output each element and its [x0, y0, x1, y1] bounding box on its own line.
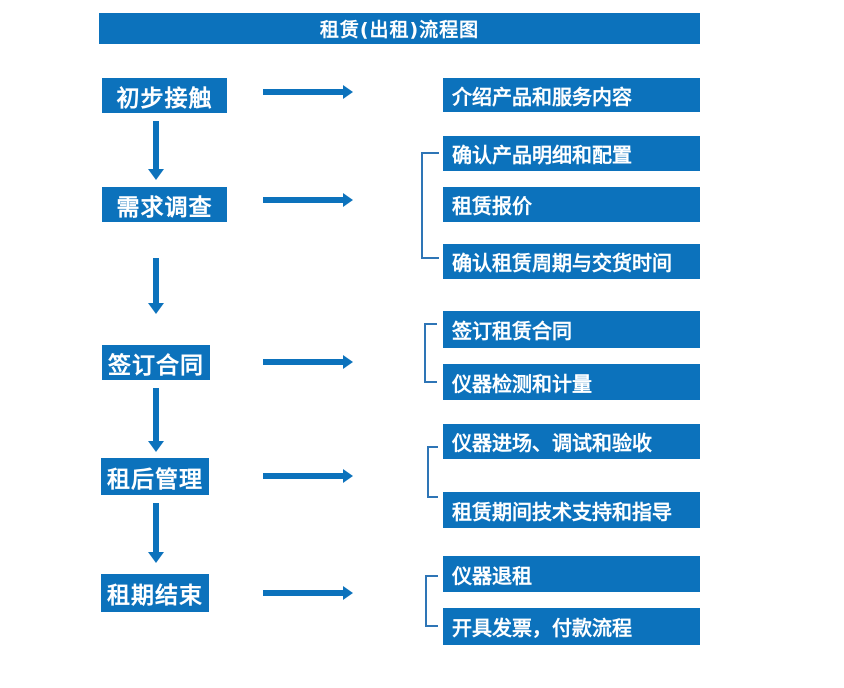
detail-box-instrument-testing-measurement: 仪器检测和计量 [443, 364, 700, 400]
flowchart-title: 租赁(出租)流程图 [99, 13, 700, 44]
down-arrow-step4-step5 [148, 503, 164, 563]
arrow-head [343, 85, 353, 99]
down-arrow-step2-step3 [148, 258, 164, 314]
arrow-head [148, 169, 164, 180]
arrow-head [148, 303, 164, 314]
right-arrow-step1 [263, 85, 353, 99]
group-bracket-step3 [424, 323, 437, 383]
detail-box-instrument-arrival-acceptance: 仪器进场、调试和验收 [443, 424, 700, 459]
arrow-head [148, 441, 164, 452]
arrow-head [343, 193, 353, 207]
detail-box-invoice-payment-process: 开具发票，付款流程 [443, 608, 700, 645]
step-box-initial-contact: 初步接触 [102, 78, 227, 113]
group-bracket-step4 [427, 446, 438, 498]
group-bracket-step2 [421, 152, 439, 259]
step-box-post-rental-management: 租后管理 [101, 458, 209, 495]
arrow-shaft [263, 590, 343, 596]
arrow-head [343, 355, 353, 369]
arrow-shaft [263, 473, 343, 479]
detail-box-confirm-rental-period-delivery: 确认租赁周期与交货时间 [443, 244, 700, 279]
step-box-rental-end: 租期结束 [101, 574, 209, 612]
right-arrow-step4 [263, 469, 353, 483]
down-arrow-step1-step2 [148, 121, 164, 180]
detail-box-introduce-products-services: 介绍产品和服务内容 [443, 78, 700, 112]
group-bracket-step5 [425, 575, 438, 627]
arrow-head [343, 469, 353, 483]
detail-box-confirm-product-details: 确认产品明细和配置 [443, 136, 700, 171]
right-arrow-step5 [263, 586, 353, 600]
arrow-head [343, 586, 353, 600]
detail-box-rental-quotation: 租赁报价 [443, 187, 700, 222]
detail-box-sign-rental-contract: 签订租赁合同 [443, 311, 700, 348]
arrow-shaft [153, 388, 159, 441]
right-arrow-step3 [263, 355, 353, 369]
step-box-sign-contract: 签订合同 [102, 345, 210, 380]
arrow-shaft [153, 258, 159, 303]
arrow-shaft [153, 503, 159, 552]
arrow-shaft [263, 197, 343, 203]
arrow-head [148, 552, 164, 563]
arrow-shaft [263, 359, 343, 365]
right-arrow-step2 [263, 193, 353, 207]
detail-box-technical-support-guidance: 租赁期间技术支持和指导 [443, 492, 700, 528]
arrow-shaft [263, 89, 343, 95]
detail-box-instrument-return: 仪器退租 [443, 556, 700, 592]
step-box-demand-survey: 需求调查 [102, 187, 227, 222]
arrow-shaft [153, 121, 159, 169]
down-arrow-step3-step4 [148, 388, 164, 452]
